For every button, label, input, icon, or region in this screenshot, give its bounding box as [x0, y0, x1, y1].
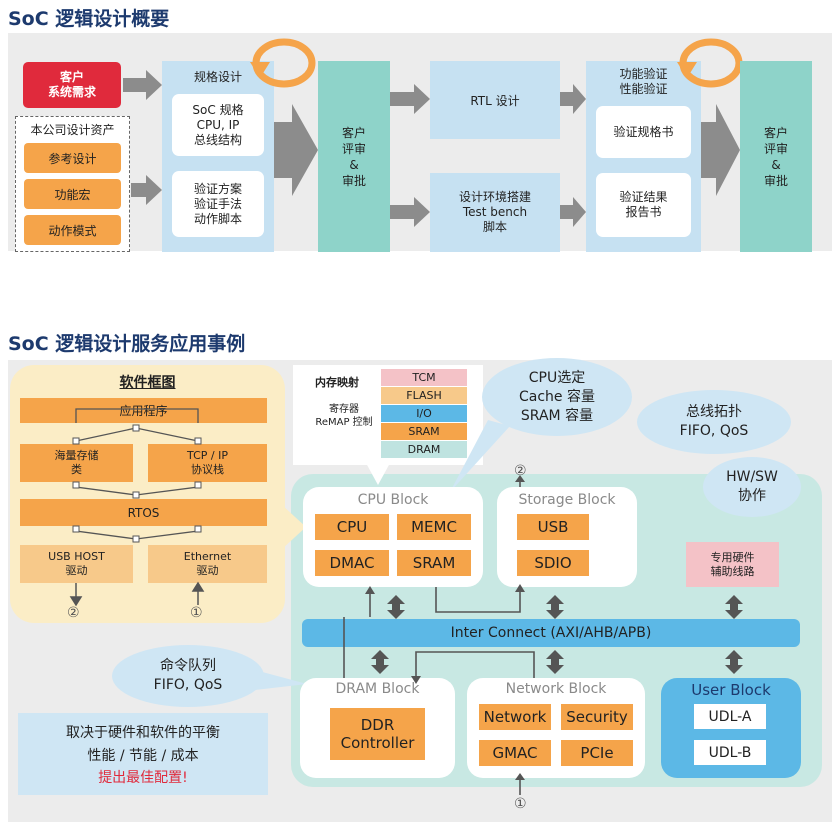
software-connector-lines: [69, 408, 205, 607]
spec-verify-plan-box: 验证方案 验证手法 动作脚本: [172, 171, 264, 237]
pcie-item: PCIe: [561, 740, 633, 766]
software-to-cpu-pointer: [282, 505, 306, 549]
cpu-selection-bubble: CPU选定 Cache 容量 SRAM 容量: [482, 358, 632, 436]
asset-action-mode: 动作模式: [24, 215, 121, 245]
storage-block-title: Storage Block: [518, 492, 616, 508]
hardware-helper-circuit: 专用硬件 辅助线路: [686, 542, 779, 587]
usb-item: USB: [517, 514, 589, 540]
balance-line-3: 提出最佳配置!: [98, 770, 188, 786]
sw-tcpip-stack: TCP / IP 协议栈: [148, 444, 267, 482]
verification-spec-box: 验证规格书: [596, 106, 691, 158]
asset-function-macro: 功能宏: [24, 179, 121, 209]
sdio-item: SDIO: [517, 550, 589, 576]
cmd-bubble-tail: [255, 670, 307, 690]
security-item: Security: [561, 704, 633, 730]
software-diagram-title: 软件框图: [119, 375, 176, 391]
network-mark-1: ①: [514, 796, 527, 812]
customer-requirement-box: 客户 系统需求: [23, 62, 121, 108]
sw-rtos: RTOS: [20, 499, 267, 526]
verification-report-box: 验证结果 报告书: [596, 173, 691, 237]
storage-block: Storage Block USB SDIO: [497, 487, 637, 587]
memmap-stack: TCM FLASH I/O SRAM DRAM: [381, 369, 467, 461]
memmap-sram: SRAM: [381, 423, 467, 440]
verification-title: 功能验证 性能验证: [619, 67, 668, 96]
sw-mass-storage: 海量存储 类: [20, 444, 133, 482]
network-block-title: Network Block: [505, 681, 607, 697]
iteration-cycle-icon-2: [677, 38, 743, 88]
memmap-tcm: TCM: [381, 369, 467, 386]
remap-label: 寄存器 ReMAP 控制: [315, 404, 373, 428]
gmac-item: GMAC: [479, 740, 551, 766]
ddr-controller-item: DDR Controller: [330, 708, 425, 760]
cpu-block-title: CPU Block: [357, 492, 429, 508]
hwsw-bubble: HW/SW 协作: [703, 457, 801, 517]
bus-topology-bubble: 总线拓扑 FIFO, QoS: [637, 390, 791, 454]
top-section-title: SoC 逻辑设计概要: [8, 8, 170, 30]
memc-item: MEMC: [397, 514, 471, 540]
design-assets-title: 本公司设计资产: [30, 123, 115, 137]
cpu-bubble-tail: [450, 420, 510, 492]
customer-review-column: 客户 评审 & 审批: [318, 61, 390, 252]
network-block: Network Block Network Security GMAC PCIe: [467, 678, 645, 778]
udl-a-item: UDL-A: [694, 704, 766, 729]
dram-block-title: DRAM Block: [335, 681, 420, 697]
asset-reference-design: 参考设计: [24, 143, 121, 173]
storage-mark-2: ②: [514, 463, 527, 479]
memmap-io: I/O: [381, 405, 467, 422]
memmap-label: 内存映射: [315, 376, 359, 389]
bottom-section-title: SoC 逻辑设计服务应用事例: [8, 333, 246, 355]
interconnect-bus: Inter Connect (AXI/AHB/APB): [302, 619, 800, 647]
sw-mark-1: ①: [190, 605, 203, 621]
cpu-item: CPU: [315, 514, 389, 540]
spec-soc-box: SoC 规格 CPU, IP 总线结构: [172, 94, 264, 156]
network-item: Network: [479, 704, 551, 730]
spec-design-title: 规格设计: [193, 70, 242, 84]
memmap-dram: DRAM: [381, 441, 467, 458]
dram-block: DRAM Block DDR Controller: [300, 678, 455, 778]
user-block: User Block UDL-A UDL-B: [661, 678, 801, 778]
sw-application: 应用程序: [20, 398, 267, 423]
spec-design-column: 规格设计 SoC 规格 CPU, IP 总线结构 验证方案 验证手法 动作脚本: [162, 61, 274, 252]
balance-line-1: 取决于硬件和软件的平衡: [66, 725, 220, 741]
cpu-block: CPU Block CPU MEMC DMAC SRAM: [303, 487, 483, 587]
rtl-design-box: RTL 设计: [430, 61, 560, 139]
memmap-flash: FLASH: [381, 387, 467, 404]
verification-column: 功能验证 性能验证 验证规格书 验证结果 报告书: [586, 61, 701, 252]
command-queue-bubble: 命令队列 FIFO, QoS: [112, 645, 264, 707]
software-diagram: 软件框图 应用程序 海量存储 类 TCP / IP 协议栈 RTOS USB H…: [10, 365, 285, 623]
iteration-cycle-icon: [250, 38, 316, 88]
balance-note: 取决于硬件和软件的平衡 性能 / 节能 / 成本 提出最佳配置!: [18, 713, 268, 795]
sram-item: SRAM: [397, 550, 471, 576]
user-block-title: User Block: [691, 681, 771, 699]
sw-usb-driver: USB HOST 驱动: [20, 545, 133, 583]
design-assets-group: 本公司设计资产 参考设计 功能宏 动作模式: [15, 116, 130, 252]
sw-mark-2: ②: [67, 605, 80, 621]
dmac-item: DMAC: [315, 550, 389, 576]
top-flow-arrows: [123, 70, 740, 227]
test-environment-box: 设计环境搭建 Test bench 脚本: [430, 173, 560, 252]
sw-ethernet-driver: Ethernet 驱动: [148, 545, 267, 583]
balance-line-2: 性能 / 节能 / 成本: [87, 748, 199, 764]
customer-review-column-2: 客户 评审 & 审批: [740, 61, 812, 252]
udl-b-item: UDL-B: [694, 740, 766, 765]
memory-map: 内存映射 寄存器 ReMAP 控制 TCM FLASH I/O SRAM DRA…: [293, 365, 483, 465]
memmap-pointer: [366, 463, 390, 485]
